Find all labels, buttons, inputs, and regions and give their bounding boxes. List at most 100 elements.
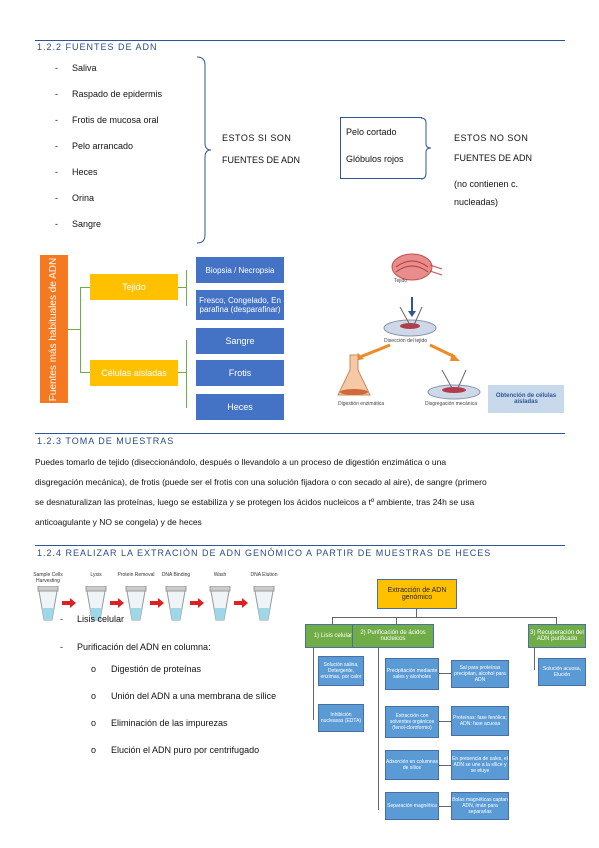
flow-c2c-result: En presencia de sales, el ADN se une a l… — [451, 750, 509, 780]
section-heading-extraccion: 1.2.4 REALIZAR LA EXTRACIÓN DE ADN GENÓM… — [37, 548, 492, 558]
section-divider — [35, 40, 565, 41]
fig-disgregacion-label: Disgregación mecánica — [425, 401, 477, 407]
source-item-label: Saliva — [72, 63, 97, 73]
toma-line: se desnaturalizan las proteínas, luego s… — [35, 497, 475, 507]
tube-label: Sample Cells Harvesting — [33, 572, 63, 584]
flow-c1b: Inhibición nucleasas (EDTA) — [318, 704, 364, 732]
no-label-line2: FUENTES DE ADN — [454, 153, 533, 163]
no-label-line3: (no contienen c. — [454, 179, 519, 189]
flow-c3a: Solución acuosa, Elución — [538, 658, 586, 686]
sub-item-label: Elución el ADN puro por centrifugado — [111, 745, 260, 755]
source-item-label: Orina — [72, 193, 95, 203]
tube-icon — [85, 586, 107, 621]
tube-label: Wash — [213, 572, 227, 578]
section-divider — [35, 545, 565, 546]
connector — [396, 617, 397, 624]
flow-c2b-result: Proteínas: fase fenólica; ADN: fase acuo… — [451, 706, 509, 736]
tube-label: Protein Removal — [117, 572, 155, 578]
flow-root: Extracción de ADN genómico — [377, 579, 457, 609]
connector — [439, 765, 451, 766]
flow-col3: 3) Recuperación del ADN purificado — [528, 624, 586, 648]
connector — [439, 721, 451, 722]
connector — [332, 617, 333, 624]
sub-item-label: Unión del ADN a una membrana de sílice — [111, 691, 277, 701]
sangre-box: Sangre — [196, 328, 284, 354]
tube-icon — [37, 586, 59, 621]
arrow-right-icon — [110, 598, 124, 608]
flow-c2d: Separación magnética — [385, 792, 439, 820]
toma-line: Puedes tomarlo de tejido (diseccionándol… — [35, 457, 447, 467]
tube-label: Lysis — [90, 572, 102, 578]
biopsia-box: Biopsia / Necropsia — [196, 257, 284, 283]
toma-line: anticoagulante y NO se congela) y de hec… — [35, 517, 202, 527]
fig-diseccion-label: Disección del tejido — [384, 338, 428, 344]
connector — [68, 329, 80, 330]
obtencion-box — [488, 385, 564, 413]
tube-label: DNA Elution — [250, 572, 278, 578]
no-label-line4: nucleadas) — [454, 197, 499, 207]
toma-lines: Puedes tomarlo de tejido (diseccionándol… — [35, 452, 565, 532]
source-item-label: Raspado de epidermis — [72, 89, 163, 99]
flow-c2b: Extracción con solventes orgánicos (feno… — [385, 706, 439, 738]
no-group-frame — [340, 117, 422, 179]
yes-label-line1: ESTOS SI SON — [222, 133, 292, 143]
source-item-label: Frotis de mucosa oral — [72, 115, 159, 125]
flow-col2: 2) Purificación de ácidos nucleicos — [352, 624, 434, 648]
connector — [439, 673, 451, 674]
sources-vertical-box: Fuentes más habituales de ADN — [40, 255, 68, 403]
fig-tejido-label: Tejido — [394, 278, 408, 284]
tejido-box: Tejido — [90, 274, 178, 300]
bullet-lisis-label: Lisis celular — [77, 614, 125, 624]
tube-label: DNA Binding — [161, 572, 191, 578]
tube-icon — [125, 586, 147, 621]
arrow-right-icon — [190, 598, 204, 608]
tube-icon — [165, 586, 187, 621]
sources-vertical-label: Fuentes más habituales de ADN — [48, 257, 60, 401]
bracket-small-icon — [420, 117, 432, 180]
flow-c2d-result: Bolas magnéticas captan ADN, imán para s… — [451, 792, 509, 820]
connector — [186, 270, 187, 306]
connector — [378, 648, 379, 810]
no-item-pelo: Pelo cortado — [346, 127, 397, 137]
connector — [80, 372, 90, 373]
arrow-right-icon — [62, 598, 76, 608]
connector — [80, 287, 81, 373]
sub-item-label: Eliminación de las impurezas — [111, 718, 228, 728]
source-item-label: Pelo arrancado — [72, 141, 134, 151]
tissue-icon — [391, 253, 433, 281]
source-item-label: Heces — [72, 167, 98, 177]
fig-digestion-label: Digestión enzimática — [338, 401, 385, 407]
tissue-processing-figure — [337, 253, 564, 413]
arrow-right-icon — [234, 598, 248, 608]
flow-c2c: Adsorción en columnas de sílice — [385, 750, 439, 780]
flow-c1a: Solución salina, Detergente, enzimas, po… — [318, 656, 364, 686]
frotis-box: Frotis — [196, 360, 284, 386]
connector — [439, 806, 451, 807]
fig-obtencion-label: Obtención de células aisladas — [495, 393, 557, 405]
flow-c2a-result: Sal para proteínas precipitan, alcohol p… — [451, 660, 509, 688]
connector — [534, 648, 535, 670]
fresco-box: Fresco, Congelado, En parafina (desparaf… — [196, 290, 284, 320]
bullet-purificacion-label: Purificación del ADN en columna: — [77, 642, 211, 652]
no-item-globulos: Glóbulos rojos — [346, 154, 404, 164]
bracket-icon — [196, 56, 212, 244]
source-item-label: Sangre — [72, 219, 102, 229]
connector — [556, 617, 557, 624]
connector — [416, 609, 417, 617]
connector — [178, 287, 186, 288]
connector — [332, 617, 556, 618]
section-heading-fuentes: 1.2.2 FUENTES DE ADN — [37, 42, 158, 52]
sub-item-label: Digestión de proteínas — [111, 664, 202, 674]
flow-c2a: Precipitación mediante sales y alcoholes — [385, 658, 439, 690]
yes-label-line2: FUENTES DE ADN — [222, 155, 301, 165]
connector — [80, 287, 90, 288]
toma-line: disgregación mecánica), de frotis (puede… — [35, 477, 487, 487]
connector — [178, 372, 186, 373]
arrow-right-icon — [150, 598, 164, 608]
toma-paragraph: Puedes tomarlo de tejido (diseccionándol… — [35, 452, 565, 532]
celulas-box: Células aisladas — [90, 360, 178, 386]
connector — [186, 340, 187, 408]
tube-icon — [209, 586, 231, 621]
tube-icon — [253, 586, 275, 621]
section-heading-toma: 1.2.3 TOMA DE MUESTRAS — [37, 436, 175, 446]
